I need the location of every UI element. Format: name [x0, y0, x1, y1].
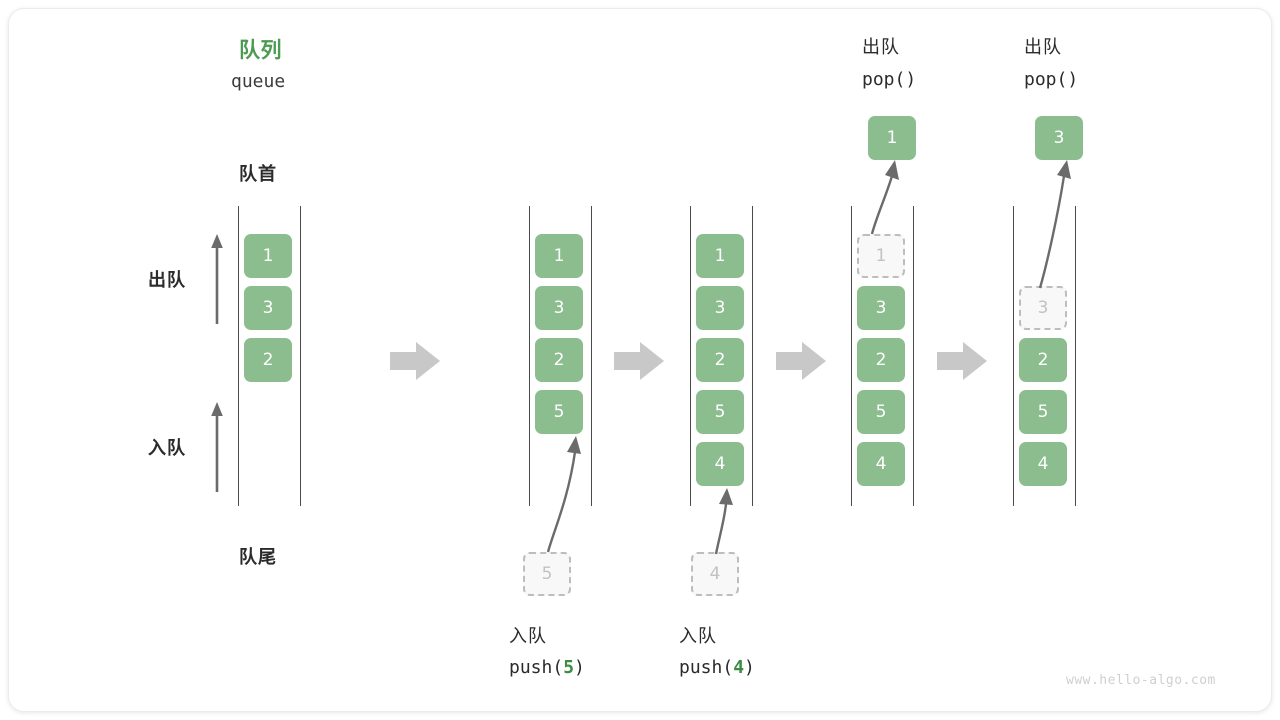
queue-cell: 2 — [1019, 338, 1067, 382]
push-arrow-icon — [546, 436, 581, 553]
queue-cell: 3 — [696, 286, 744, 330]
queue-cell: 4 — [857, 442, 905, 486]
vacated-slot-ghost: 3 — [1019, 286, 1067, 330]
queue-cell: 2 — [857, 338, 905, 382]
queue-cell: 2 — [535, 338, 583, 382]
push-caption-code-suffix: ) — [744, 657, 755, 678]
rail-left — [1013, 206, 1014, 506]
queue-cell: 1 — [244, 234, 292, 278]
step-arrow-icon — [614, 342, 664, 380]
dequeue-direction-arrow-icon — [211, 234, 223, 324]
queue-cell: 5 — [696, 390, 744, 434]
rear-label: 队尾 — [239, 547, 277, 568]
rail-left — [690, 206, 691, 506]
push-caption-code: push(5) — [509, 657, 585, 678]
queue-cell: 3 — [857, 286, 905, 330]
rail-left — [851, 206, 852, 506]
pop-caption-cn: 出队 — [1024, 37, 1062, 58]
front-label: 队首 — [239, 164, 277, 185]
dequeue-side-label: 出队 — [148, 270, 186, 291]
push-caption-cn: 入队 — [679, 626, 717, 647]
popped-element: 1 — [868, 116, 916, 160]
enqueue-side-label: 入队 — [148, 438, 186, 459]
queue-cell: 1 — [696, 234, 744, 278]
rail-right — [752, 206, 753, 506]
queue-cell: 2 — [696, 338, 744, 382]
queue-title-en: queue — [231, 71, 286, 92]
pop-arrow-icon — [1038, 160, 1071, 289]
queue-title-cn: 队列 — [239, 38, 282, 62]
pop-caption-code: pop() — [1024, 69, 1079, 90]
push-caption-cn: 入队 — [509, 626, 547, 647]
push-caption-code-suffix: ) — [574, 657, 585, 678]
push-caption-code-value: 4 — [733, 657, 745, 678]
rail-left — [529, 206, 530, 506]
incoming-element-ghost: 4 — [691, 552, 739, 596]
incoming-element-ghost: 5 — [523, 552, 571, 596]
pop-caption-cn: 出队 — [862, 37, 900, 58]
queue-cell: 3 — [535, 286, 583, 330]
rail-left — [238, 206, 239, 506]
push-caption-code-prefix: push( — [509, 657, 564, 678]
queue-cell: 4 — [696, 442, 744, 486]
queue-cell: 5 — [1019, 390, 1067, 434]
rail-right — [591, 206, 592, 506]
queue-cell: 5 — [857, 390, 905, 434]
queue-cell: 1 — [535, 234, 583, 278]
pop-caption-code: pop() — [862, 69, 917, 90]
queue-cell: 2 — [244, 338, 292, 382]
push-caption-code-value: 5 — [563, 657, 575, 678]
rail-right — [913, 206, 914, 506]
queue-cell: 5 — [535, 390, 583, 434]
step-arrow-icon — [776, 342, 826, 380]
step-arrow-icon — [390, 342, 440, 380]
popped-element: 3 — [1035, 116, 1083, 160]
vacated-slot-ghost: 1 — [857, 234, 905, 278]
queue-cell: 3 — [244, 286, 292, 330]
rail-right — [1075, 206, 1076, 506]
step-arrow-icon — [937, 342, 987, 380]
queue-cell: 4 — [1019, 442, 1067, 486]
push-arrow-icon — [714, 488, 733, 555]
watermark: www.hello-algo.com — [1066, 673, 1216, 688]
pop-arrow-icon — [870, 160, 899, 235]
push-caption-code: push(4) — [679, 657, 755, 678]
rail-right — [300, 206, 301, 506]
push-caption-code-prefix: push( — [679, 657, 734, 678]
enqueue-direction-arrow-icon — [211, 402, 223, 492]
